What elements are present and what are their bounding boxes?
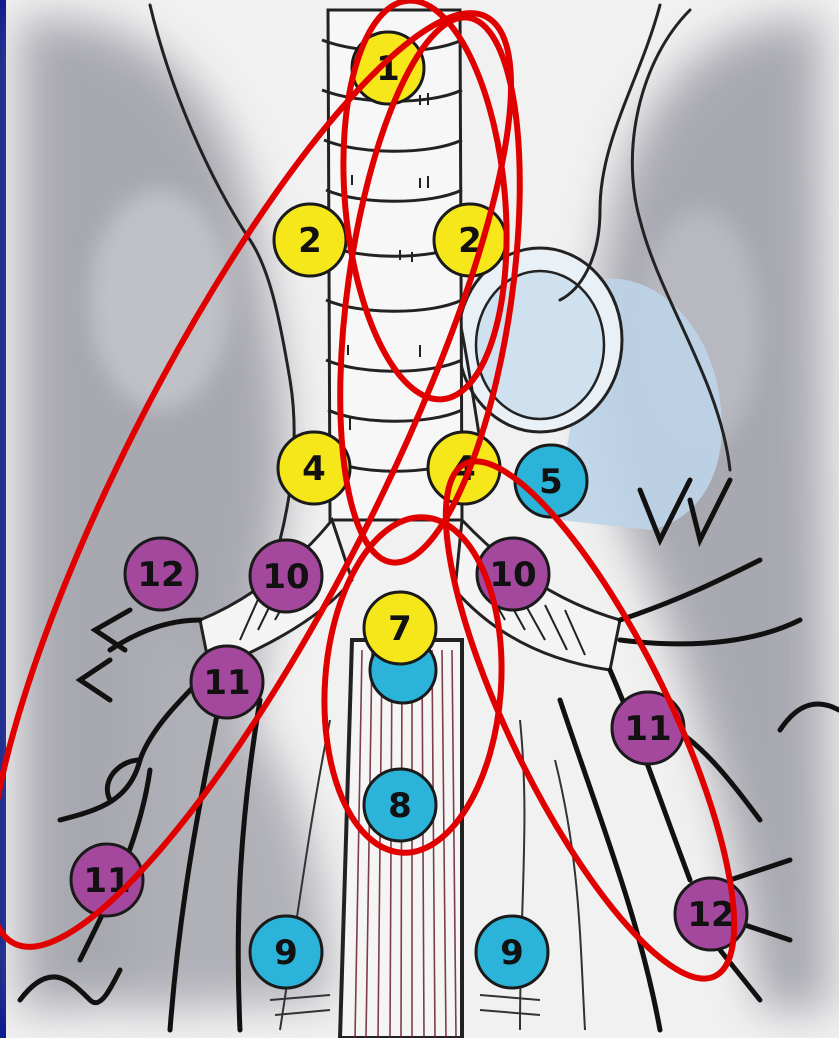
node-n8: 8: [364, 769, 436, 841]
node-n2-left: 2: [434, 204, 506, 276]
node-label: 12: [137, 555, 184, 595]
node-n5: 5: [515, 445, 587, 517]
node-label: 12: [687, 895, 734, 935]
node-n11-right-upper: 11: [191, 646, 263, 718]
node-n9-left: 9: [476, 916, 548, 988]
node-label: 10: [489, 555, 536, 595]
node-label: 9: [500, 933, 524, 973]
node-label: 9: [274, 933, 298, 973]
node-n10-right: 10: [250, 540, 322, 612]
node-label: 2: [298, 221, 322, 261]
node-label: 11: [83, 861, 130, 901]
node-label: 4: [302, 449, 326, 489]
node-n2-right: 2: [274, 204, 346, 276]
node-label: 8: [388, 786, 412, 826]
node-n12-right: 12: [125, 538, 197, 610]
node-label: 11: [624, 709, 671, 749]
node-label: 5: [539, 462, 563, 502]
node-n4-left: 4: [428, 432, 500, 504]
node-label: 11: [203, 663, 250, 703]
node-n7: 7: [364, 592, 436, 664]
node-n9-right: 9: [250, 916, 322, 988]
node-label: 10: [262, 557, 309, 597]
node-label: 7: [388, 609, 412, 649]
